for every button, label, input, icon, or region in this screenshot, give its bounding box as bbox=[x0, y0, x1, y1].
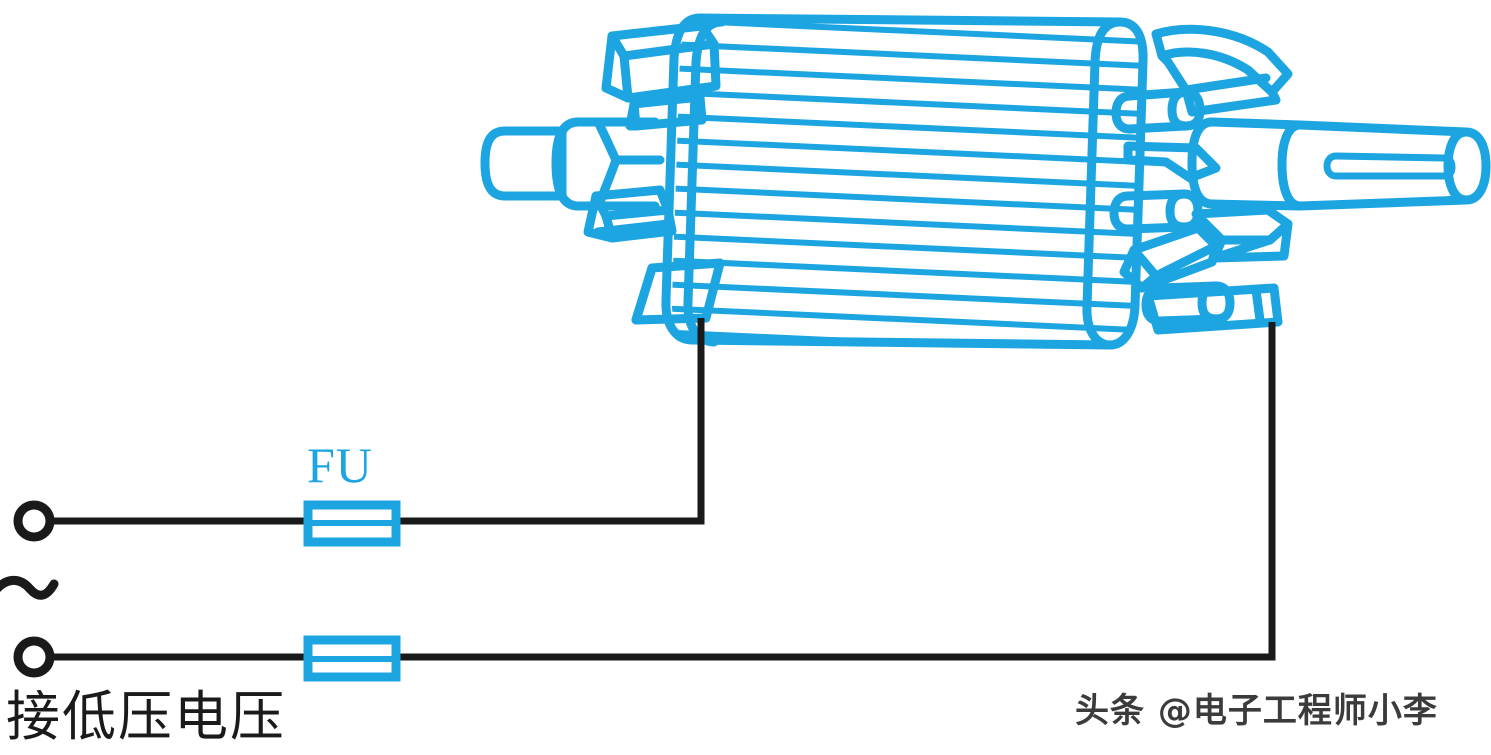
lower-wire bbox=[50, 322, 1276, 661]
wiring bbox=[50, 318, 1276, 661]
rotor-skewed-slots bbox=[671, 18, 1142, 345]
fuse-upper[interactable] bbox=[303, 500, 401, 547]
upper-wire bbox=[50, 318, 705, 525]
right-end-hub bbox=[1109, 24, 1491, 335]
supply-note-label: 接低压电压 bbox=[6, 685, 286, 748]
rotor-assembly bbox=[480, 13, 1491, 350]
lower-terminal[interactable] bbox=[13, 636, 55, 678]
fuse-lower[interactable] bbox=[303, 635, 401, 682]
left-shaft-stub bbox=[480, 126, 567, 201]
watermark-label: 头条 @电子工程师小李 bbox=[1075, 691, 1438, 731]
upper-terminal[interactable] bbox=[13, 500, 55, 542]
ac-symbol-icon bbox=[0, 575, 59, 600]
fuse-designator-label: FU bbox=[307, 437, 373, 493]
